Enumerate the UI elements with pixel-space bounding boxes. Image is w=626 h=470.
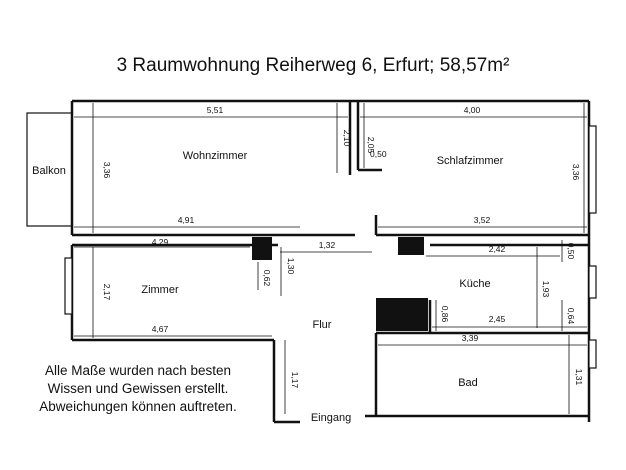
dim-flur-door: 1,30 bbox=[286, 258, 296, 275]
dim-bad-height: 1,31 bbox=[574, 369, 584, 386]
disclaimer-line: Wissen und Gewissen erstellt. bbox=[47, 381, 229, 396]
dim-schlaf-nook-height: 2,05 bbox=[366, 137, 376, 154]
window-kueche bbox=[588, 265, 597, 299]
label-wohnzimmer: Wohnzimmer bbox=[183, 150, 248, 162]
dim-zimmer-top: 4,29 bbox=[152, 237, 169, 247]
window-bad bbox=[588, 339, 597, 369]
dim-wohn-height: 3,36 bbox=[102, 162, 112, 179]
dim-wohn-nook: 2,10 bbox=[342, 130, 352, 147]
dim-bad-top: 3,39 bbox=[462, 333, 479, 343]
dim-flur-top: 1,32 bbox=[319, 240, 336, 250]
disclaimer-line: Alle Maße wurden nach besten bbox=[44, 363, 232, 378]
dim-flur-height: 1,17 bbox=[290, 372, 300, 389]
dim-zimmer-bottom: 4,67 bbox=[152, 324, 169, 334]
label-schlafzimmer: Schlafzimmer bbox=[437, 155, 504, 167]
balcony-outline bbox=[26, 112, 73, 227]
disclaimer-line: Abweichungen können auftreten. bbox=[39, 399, 237, 414]
dim-kueche-right-small: 0,50 bbox=[566, 243, 576, 260]
dim-kueche-right-lower: 0,64 bbox=[566, 308, 576, 325]
fixture-chimney-left bbox=[252, 237, 272, 260]
label-flur: Flur bbox=[313, 319, 332, 331]
label-balkon: Balkon bbox=[32, 165, 66, 177]
dim-schlaf-nook-width: 0,50 bbox=[370, 149, 387, 159]
dim-wohn-bottom: 4,91 bbox=[178, 215, 195, 225]
dim-kueche-lower: 0,86 bbox=[440, 306, 450, 323]
disclaimer-note: Alle Maße wurden nach besten Wissen und … bbox=[12, 362, 264, 416]
dim-schlaf-bottom: 3,52 bbox=[474, 215, 491, 225]
dim-kueche-bottom: 2,45 bbox=[489, 314, 506, 324]
dim-schlaf-height: 3,36 bbox=[571, 164, 581, 181]
label-bad: Bad bbox=[458, 377, 478, 389]
dim-kueche-top: 2,42 bbox=[489, 244, 506, 254]
window-zimmer bbox=[64, 257, 73, 315]
label-kueche: Küche bbox=[459, 278, 490, 290]
dim-kueche-height: 1,93 bbox=[541, 281, 551, 298]
window-schlafzimmer bbox=[588, 125, 597, 214]
fixture-chimney-bad bbox=[376, 298, 428, 331]
plan-title: 3 Raumwohnung Reiherweg 6, Erfurt; 58,57… bbox=[116, 55, 510, 76]
dim-wohn-width: 5,51 bbox=[207, 105, 224, 115]
label-zimmer: Zimmer bbox=[141, 284, 179, 296]
dim-zimmer-door-small: 0,62 bbox=[262, 270, 272, 287]
dim-zimmer-height: 2,17 bbox=[102, 284, 112, 301]
fixture-chimney-kueche bbox=[398, 237, 424, 255]
dim-schlaf-width: 4,00 bbox=[464, 105, 481, 115]
label-eingang: Eingang bbox=[311, 412, 351, 424]
